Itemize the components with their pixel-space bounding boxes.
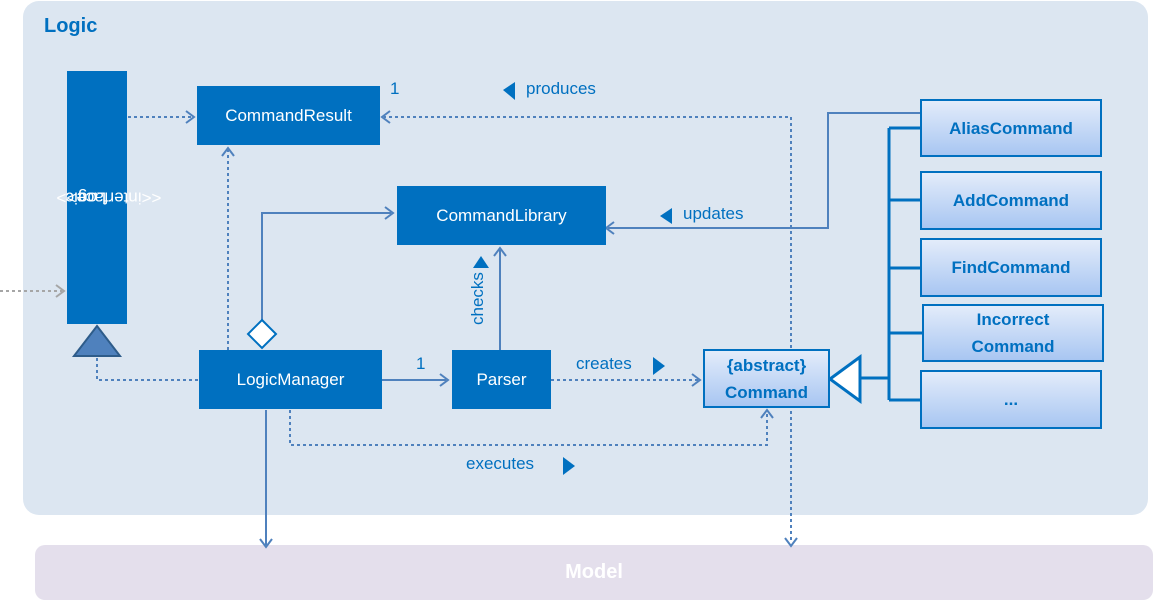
executes-line <box>289 410 768 446</box>
logic-to-commandresult-arrowhead <box>185 110 196 124</box>
more-commands-box: ... <box>920 370 1102 429</box>
aggregation-line <box>261 212 391 322</box>
logicmanager-to-parser-arrowhead <box>439 373 450 387</box>
parser-multiplicity: 1 <box>416 354 426 373</box>
checks-direction-icon <box>473 256 489 268</box>
abstract-command-name: Command <box>724 382 809 402</box>
updates-label: updates <box>683 204 744 223</box>
interface-name: Logic <box>65 188 106 207</box>
model-panel-label: Model <box>565 561 623 583</box>
logicmanager-to-commandresult-arrowhead <box>221 146 235 157</box>
logicmanager-box: LogicManager <box>199 350 382 409</box>
creates-direction-icon <box>653 357 665 375</box>
model-dependency-arrowhead <box>784 537 798 548</box>
abstract-command-box: {abstract} Command <box>703 349 830 408</box>
findcommand-box: FindCommand <box>920 238 1102 297</box>
incorrectcommand-line1: Incorrect <box>976 310 1050 329</box>
creates-label: creates <box>576 354 632 373</box>
produces-multiplicity: 1 <box>390 79 400 98</box>
produces-direction-icon <box>503 82 515 100</box>
logic-interface-label: <<interface>> Logic <box>56 71 161 324</box>
aggregation-diamond <box>246 318 278 350</box>
incorrectcommand-line2: Command <box>971 337 1055 356</box>
updates-direction-icon <box>660 208 672 224</box>
aliascommand-box: AliasCommand <box>920 99 1102 157</box>
executes-direction-icon <box>563 457 575 475</box>
realization-line <box>96 356 198 381</box>
realization-triangle <box>71 324 123 357</box>
checks-arrowhead <box>493 246 507 257</box>
logic-panel-title: Logic <box>44 15 98 37</box>
parser-box: Parser <box>452 350 551 409</box>
incorrectcommand-box: Incorrect Command <box>922 304 1104 362</box>
updates-line <box>608 112 920 229</box>
commandresult-box: CommandResult <box>197 86 380 145</box>
abstract-stereotype: {abstract} <box>726 355 807 375</box>
produces-arrowhead <box>380 110 391 124</box>
generalization-triangle <box>827 354 862 404</box>
executes-arrowhead <box>760 408 774 419</box>
commandlibrary-box: CommandLibrary <box>397 186 606 245</box>
produces-line <box>384 116 792 540</box>
checks-label: checks <box>468 272 487 325</box>
creates-arrowhead <box>691 373 702 387</box>
model-component-panel: Model <box>35 545 1153 600</box>
produces-label: produces <box>526 79 596 98</box>
logic-interface-box <box>67 71 127 324</box>
logicmanager-to-model-arrowhead <box>259 538 273 549</box>
incoming-dependency-arrowhead <box>55 284 66 298</box>
aggregation-arrowhead <box>384 206 395 220</box>
updates-arrowhead <box>604 221 615 235</box>
addcommand-box: AddCommand <box>920 171 1102 230</box>
executes-label: executes <box>466 454 535 473</box>
